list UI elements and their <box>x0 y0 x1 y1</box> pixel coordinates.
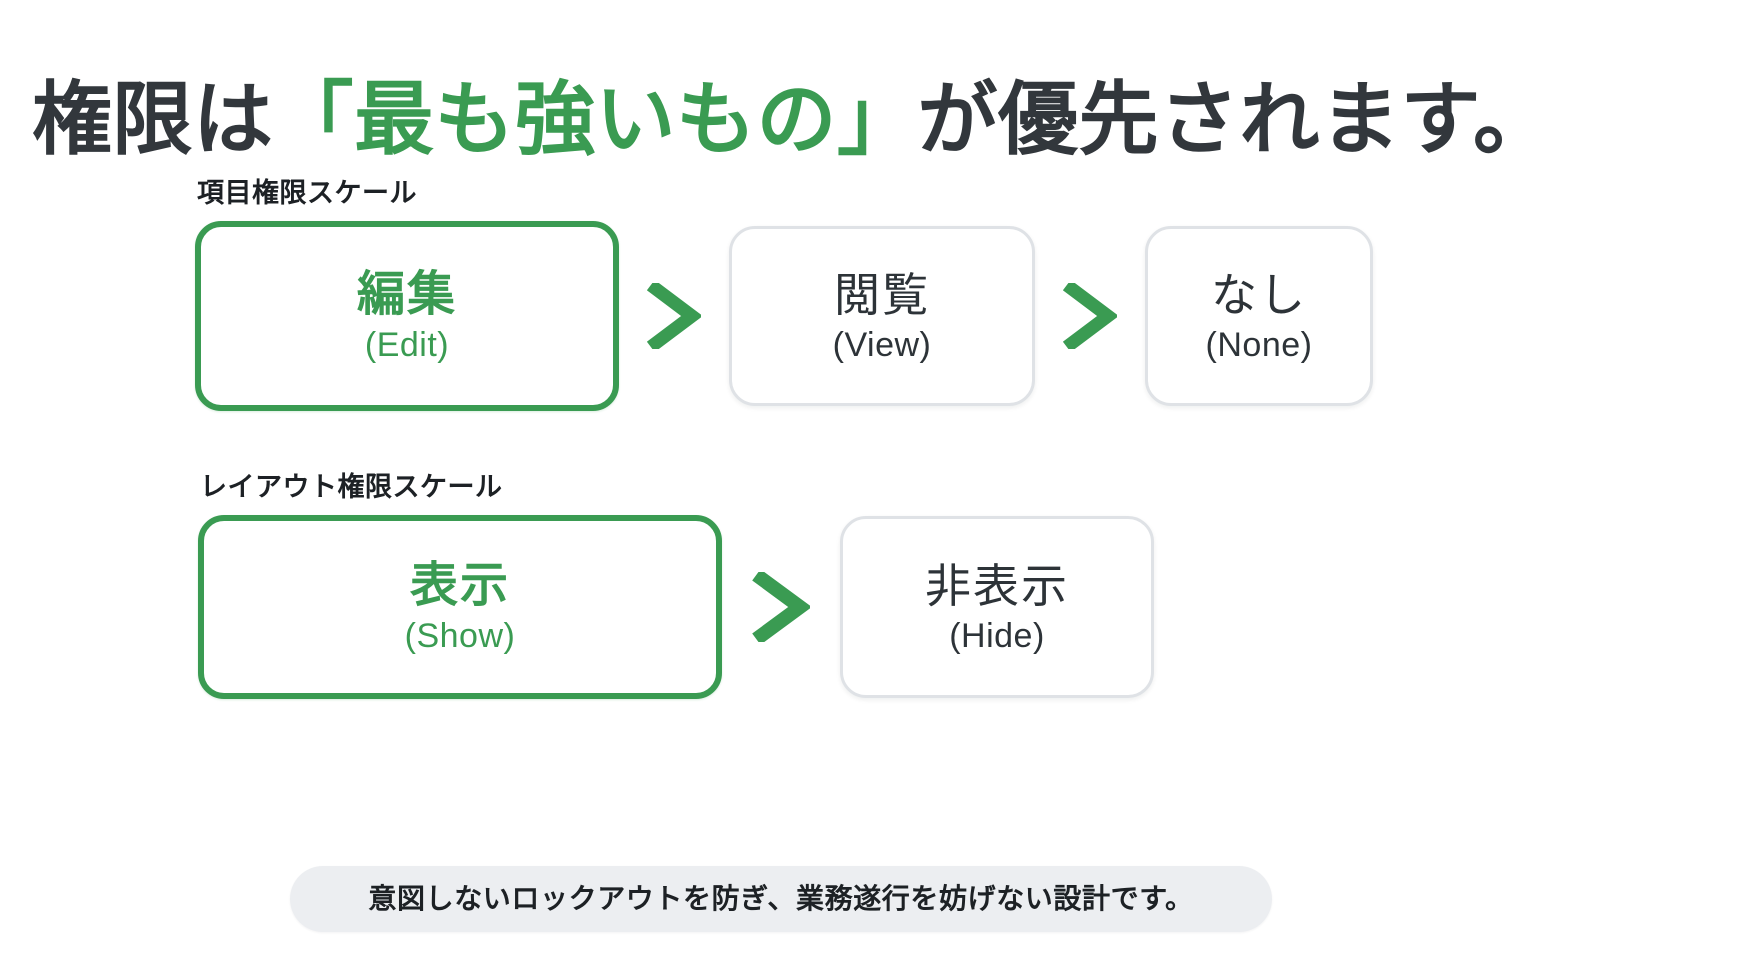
permission-box-none[interactable]: なし (None) <box>1145 226 1373 406</box>
permission-box-edit[interactable]: 編集 (Edit) <box>195 221 619 411</box>
permission-box-show-en: (Show) <box>404 617 516 655</box>
page-title-tail: が優先されます。 <box>917 74 1554 164</box>
scale-row-item: 編集 (Edit) 閲覧 (View) なし (None) <box>195 221 1373 411</box>
permission-scale-item: 項目権限スケール 編集 (Edit) 閲覧 (View) <box>195 176 1373 411</box>
permission-scale-layout: レイアウト権限スケール 表示 (Show) 非表示 (Hide) <box>198 470 1154 699</box>
scale-label-layout: レイアウト権限スケール <box>200 472 503 502</box>
footer-note-pill: 意図しないロックアウトを防ぎ、業務遂行を妨げない設計です。 <box>290 866 1272 932</box>
scale-label-item: 項目権限スケール <box>197 178 417 208</box>
permission-box-view[interactable]: 閲覧 (View) <box>729 226 1035 406</box>
page-title: 権限は「最も強いもの」が優先されます。 <box>32 68 1732 172</box>
permission-box-none-jp: なし <box>1211 269 1307 321</box>
permission-box-view-jp: 閲覧 <box>834 269 930 321</box>
chevron-right-icon <box>722 572 840 642</box>
chevron-right-icon <box>1035 283 1145 349</box>
permission-box-edit-en: (Edit) <box>364 326 450 364</box>
permission-box-hide[interactable]: 非表示 (Hide) <box>840 516 1154 698</box>
page-title-highlight: 「最も強いもの」 <box>273 74 918 164</box>
permission-box-view-en: (View) <box>832 326 932 364</box>
permission-box-hide-jp: 非表示 <box>925 560 1069 612</box>
permission-box-hide-en: (Hide) <box>949 617 1045 655</box>
permission-box-show-jp: 表示 <box>409 559 510 612</box>
footer-note-text: 意図しないロックアウトを防ぎ、業務遂行を妨げない設計です。 <box>368 883 1194 914</box>
chevron-right-icon <box>619 283 729 349</box>
permission-box-none-en: (None) <box>1205 326 1313 364</box>
permission-box-edit-jp: 編集 <box>356 268 457 321</box>
page-title-lead: 権限は <box>32 74 274 164</box>
permission-box-show[interactable]: 表示 (Show) <box>198 515 722 699</box>
scale-row-layout: 表示 (Show) 非表示 (Hide) <box>198 515 1154 699</box>
